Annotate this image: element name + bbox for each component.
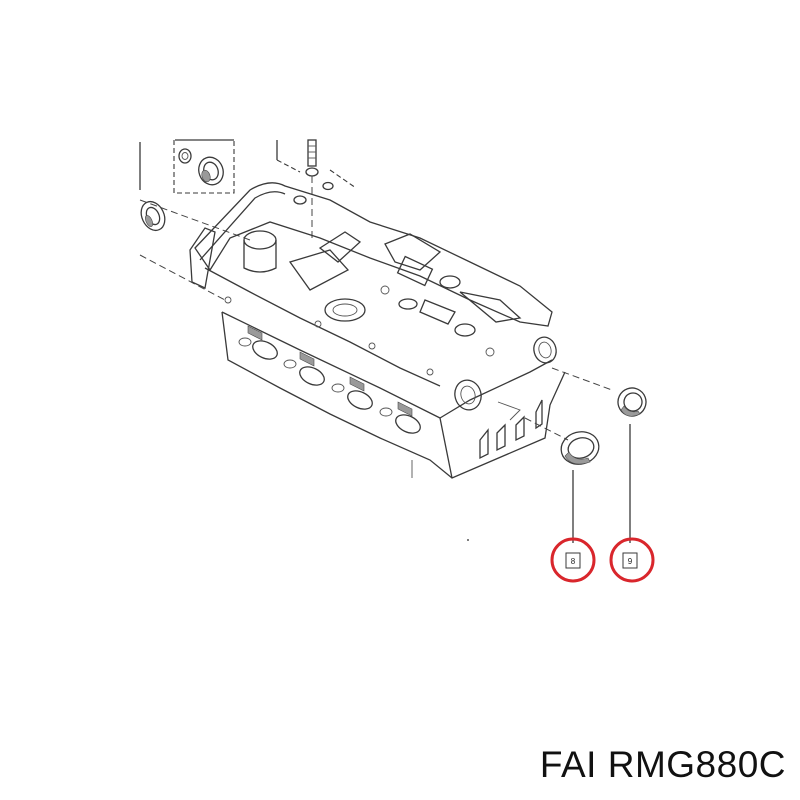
part-code-label: FAI RMG880C	[539, 744, 786, 785]
callout-8-label: 8	[571, 557, 576, 566]
callout-8: 8	[550, 537, 596, 583]
highlight-ring-8	[550, 537, 596, 583]
top-bolt-detail	[276, 139, 357, 240]
cam-towers	[224, 195, 522, 376]
leader-line-8	[524, 417, 569, 441]
stray-mark	[467, 539, 469, 541]
callout-9: 9	[609, 537, 655, 583]
port-row	[238, 337, 421, 434]
left-seal-detail	[139, 199, 251, 301]
leader-line-9	[551, 367, 613, 391]
cylinder-head-body	[189, 182, 566, 479]
seal-8-part	[560, 431, 600, 543]
upper-seal-detail	[139, 139, 235, 194]
callout-9-label: 9	[628, 557, 633, 566]
seal-9-part	[617, 387, 647, 543]
highlight-ring-9	[609, 537, 655, 583]
